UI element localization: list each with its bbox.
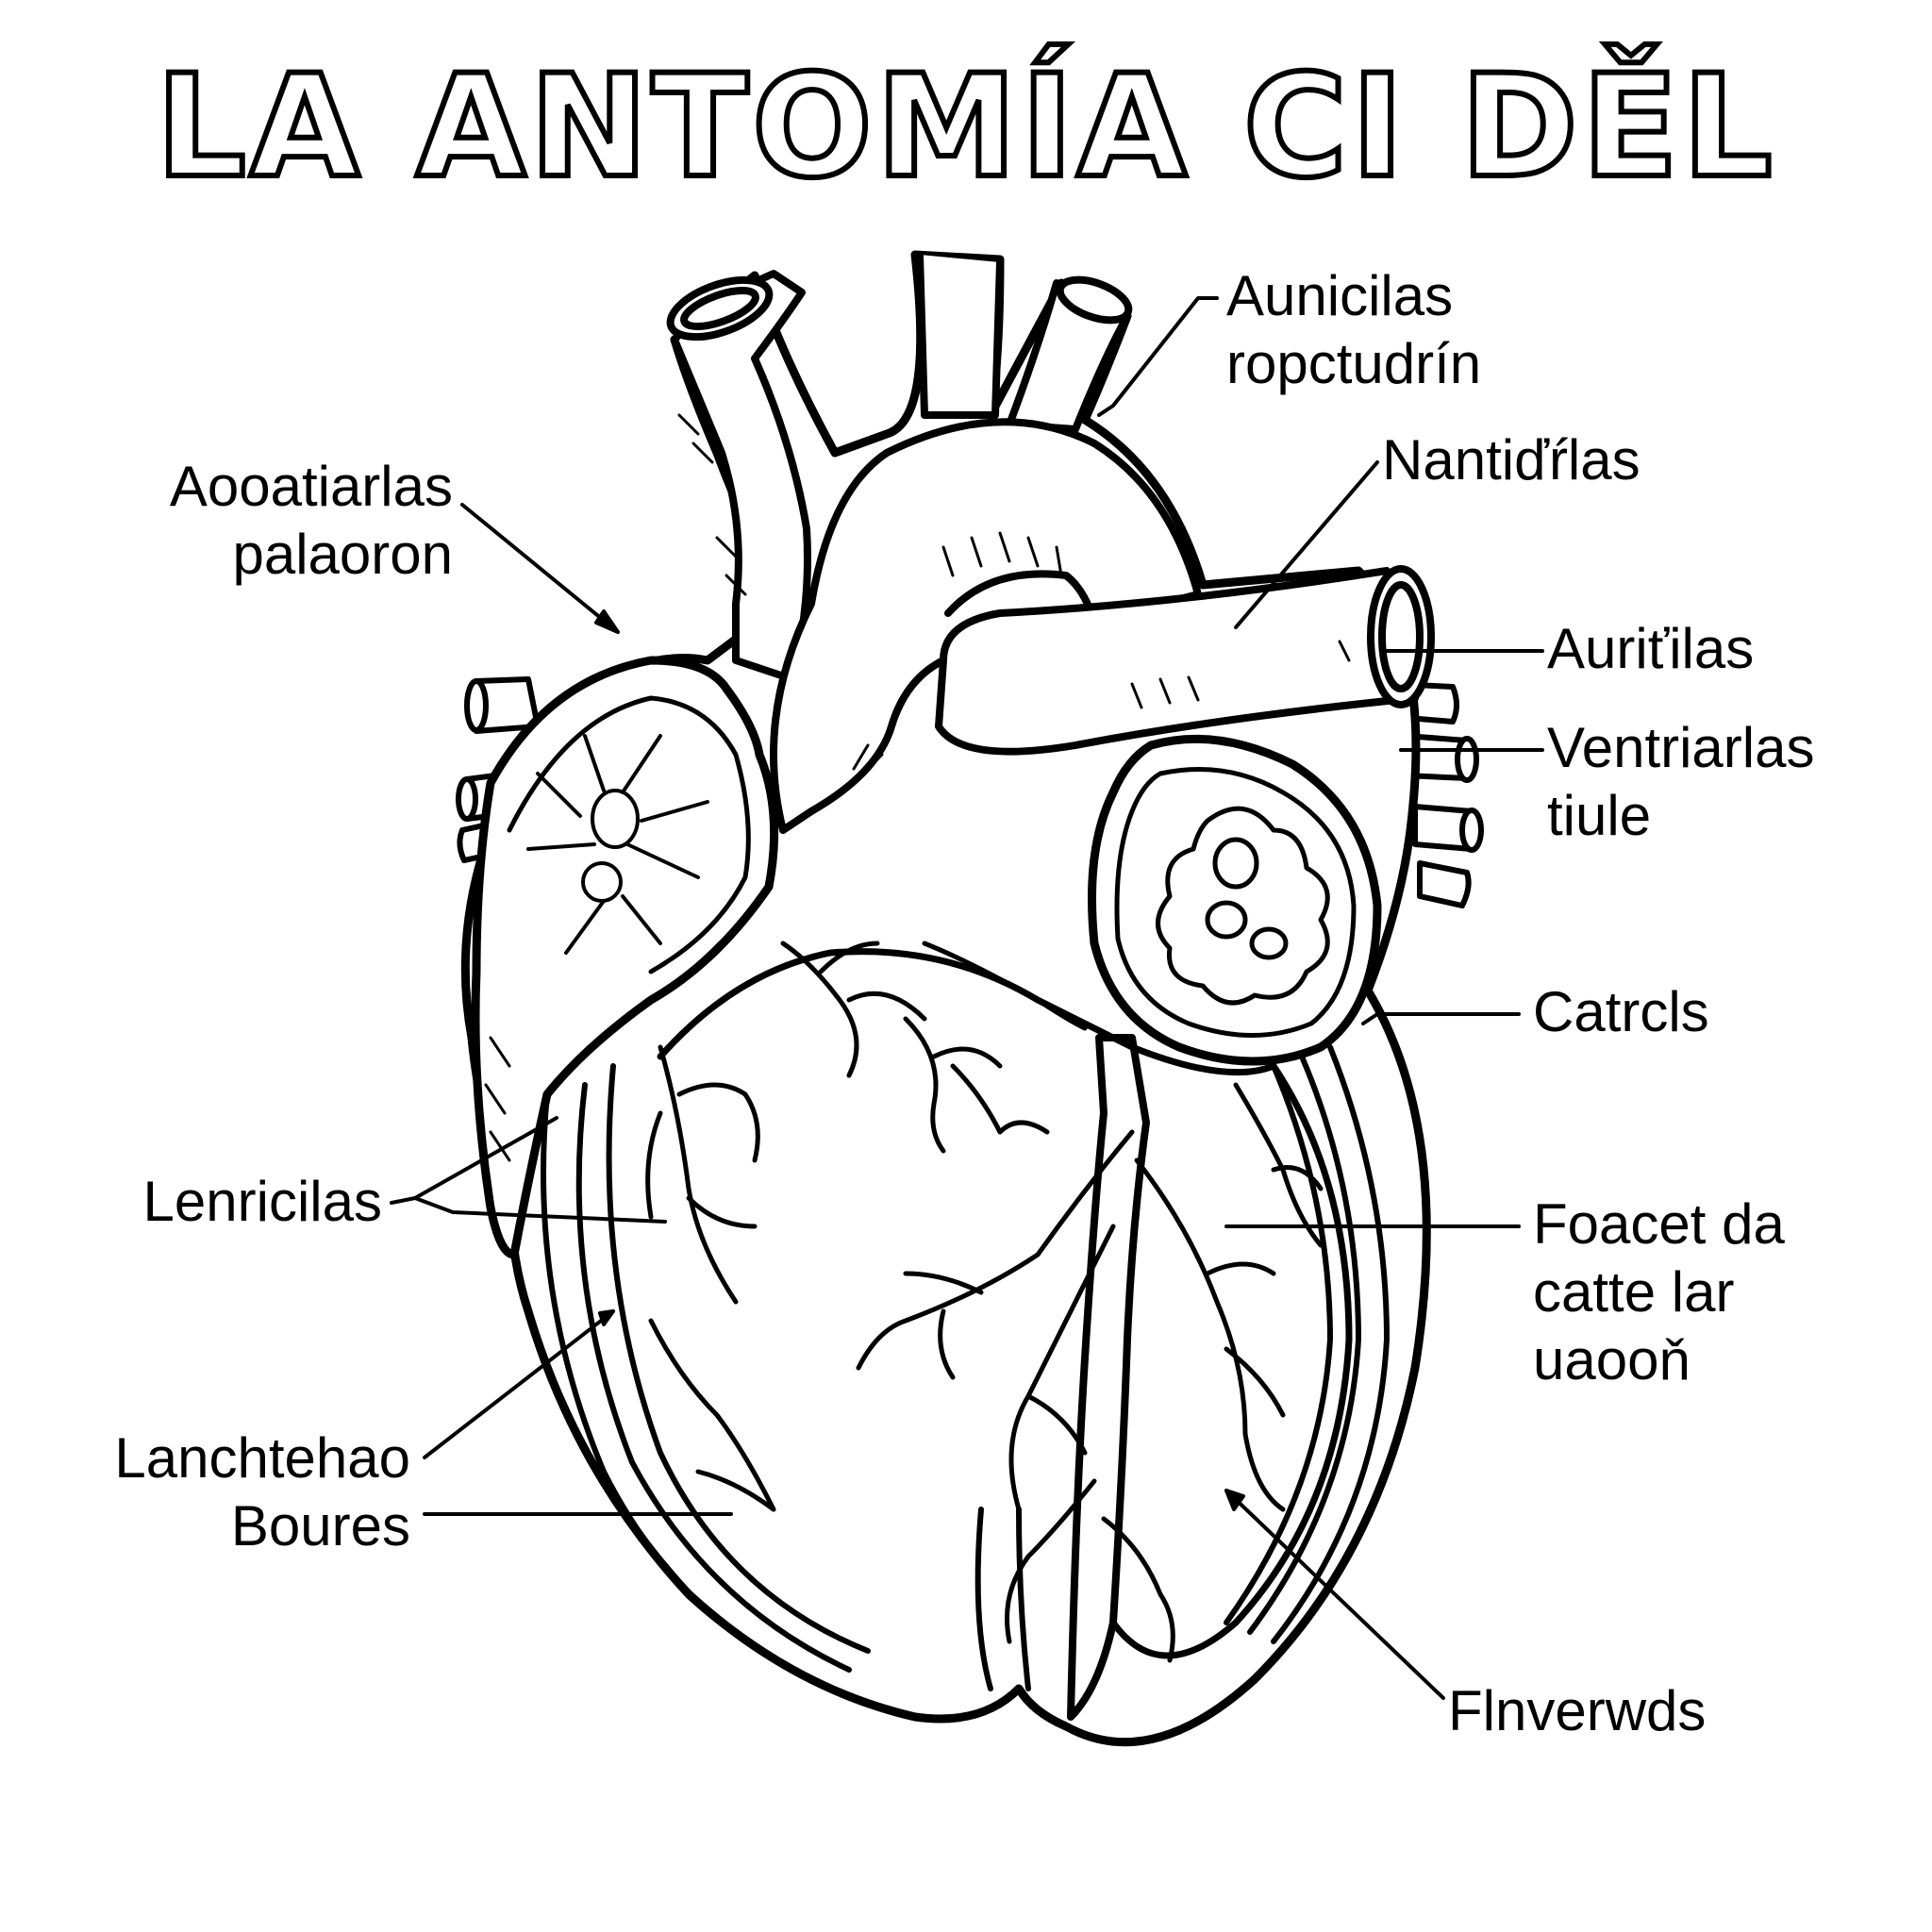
label-line: tiule <box>1547 784 1652 847</box>
label-foacet: Foacet da catte lar uaooň <box>1533 1191 1785 1394</box>
label-nantidrilas: Nantiďŕlas <box>1382 426 1641 494</box>
leader-nantidrilas <box>1234 460 1379 629</box>
leader-lines <box>390 296 1544 1700</box>
arch-opening <box>944 570 1098 626</box>
valve-leaflets <box>1156 806 1330 1006</box>
label-line: Foacet da <box>1533 1192 1785 1256</box>
label-line: palaoron <box>232 523 453 586</box>
leader-flnverwds <box>1224 1489 1445 1700</box>
label-line: catte lar <box>1533 1260 1735 1324</box>
diagram-title: LA ANTOMÍA CI DĚL <box>153 45 1776 209</box>
septum <box>1067 1034 1150 1721</box>
label-line: ropctudrín <box>1226 332 1482 395</box>
leader-aunicilas <box>1097 296 1219 417</box>
label-line: Flnverwds <box>1448 1679 1707 1742</box>
coronary-vessels <box>645 941 1324 1663</box>
leader-lanchtehao <box>423 1309 615 1459</box>
pulmonary-artery <box>935 565 1435 756</box>
label-line: Boures <box>230 1494 410 1557</box>
arrow-heads <box>594 609 1245 1511</box>
label-flnverwds: Flnverwds <box>1448 1677 1706 1745</box>
label-aunicilas: Aunicilas ropctudrín <box>1226 262 1481 398</box>
label-ventriarlas: Ventriarlas tiule <box>1547 714 1814 850</box>
label-line: Ventriarlas <box>1547 716 1815 779</box>
label-aooatiarlas: Aooatiarlas palaoron <box>75 453 453 589</box>
atrium-veins <box>526 734 709 955</box>
ventricle-chamber <box>657 948 1353 1659</box>
left-atrium-inner <box>507 695 751 974</box>
leader-aooatiarlas <box>460 503 620 634</box>
label-line: Nantiďŕlas <box>1382 428 1641 491</box>
left-atrium <box>471 656 779 1259</box>
leader-catrcls <box>1361 1012 1521 1025</box>
aorta <box>666 251 1133 683</box>
label-lenricilas: Lenricilas <box>57 1168 382 1236</box>
shading-hatch <box>484 413 1351 1162</box>
label-lanchtehao: Lanchtehao Boures <box>57 1424 410 1560</box>
label-line: Lanchtehao <box>114 1426 410 1490</box>
label-catrcls: Catrcls <box>1533 978 1709 1046</box>
label-line: Auriťilas <box>1547 617 1755 680</box>
label-line: Lenricilas <box>142 1170 382 1233</box>
label-line: Aunicilas <box>1226 264 1454 327</box>
label-line: Aooatiarlas <box>169 455 453 518</box>
label-line: uaooň <box>1533 1328 1690 1391</box>
leader-lenricilas <box>390 1116 667 1224</box>
label-auritilas: Auriťilas <box>1547 615 1754 683</box>
label-line: Catrcls <box>1533 980 1709 1043</box>
